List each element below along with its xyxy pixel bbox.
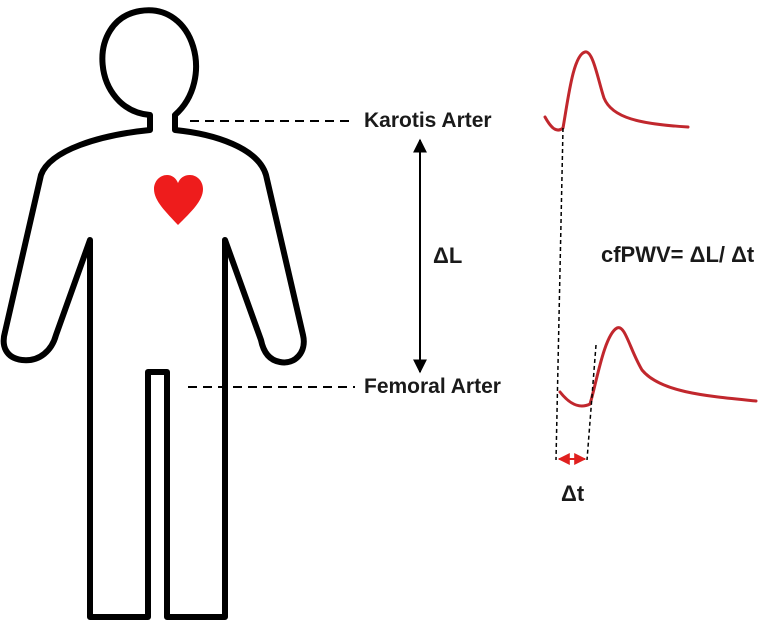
femoral-artery-label: Femoral Arter [364, 376, 501, 397]
femoral-foot-time-line [587, 345, 596, 460]
carotid-foot-time-line [556, 128, 563, 460]
human-body-outline [4, 10, 304, 617]
delta-l-label: ΔL [433, 245, 462, 267]
carotid-waveform [545, 52, 688, 130]
carotid-artery-label: Karotis Arter [364, 110, 492, 131]
femoral-waveform [560, 328, 756, 406]
delta-t-label: Δt [561, 483, 584, 505]
pwv-formula: cfPWV= ΔL/ Δt [601, 244, 754, 266]
heart-icon [154, 175, 203, 225]
